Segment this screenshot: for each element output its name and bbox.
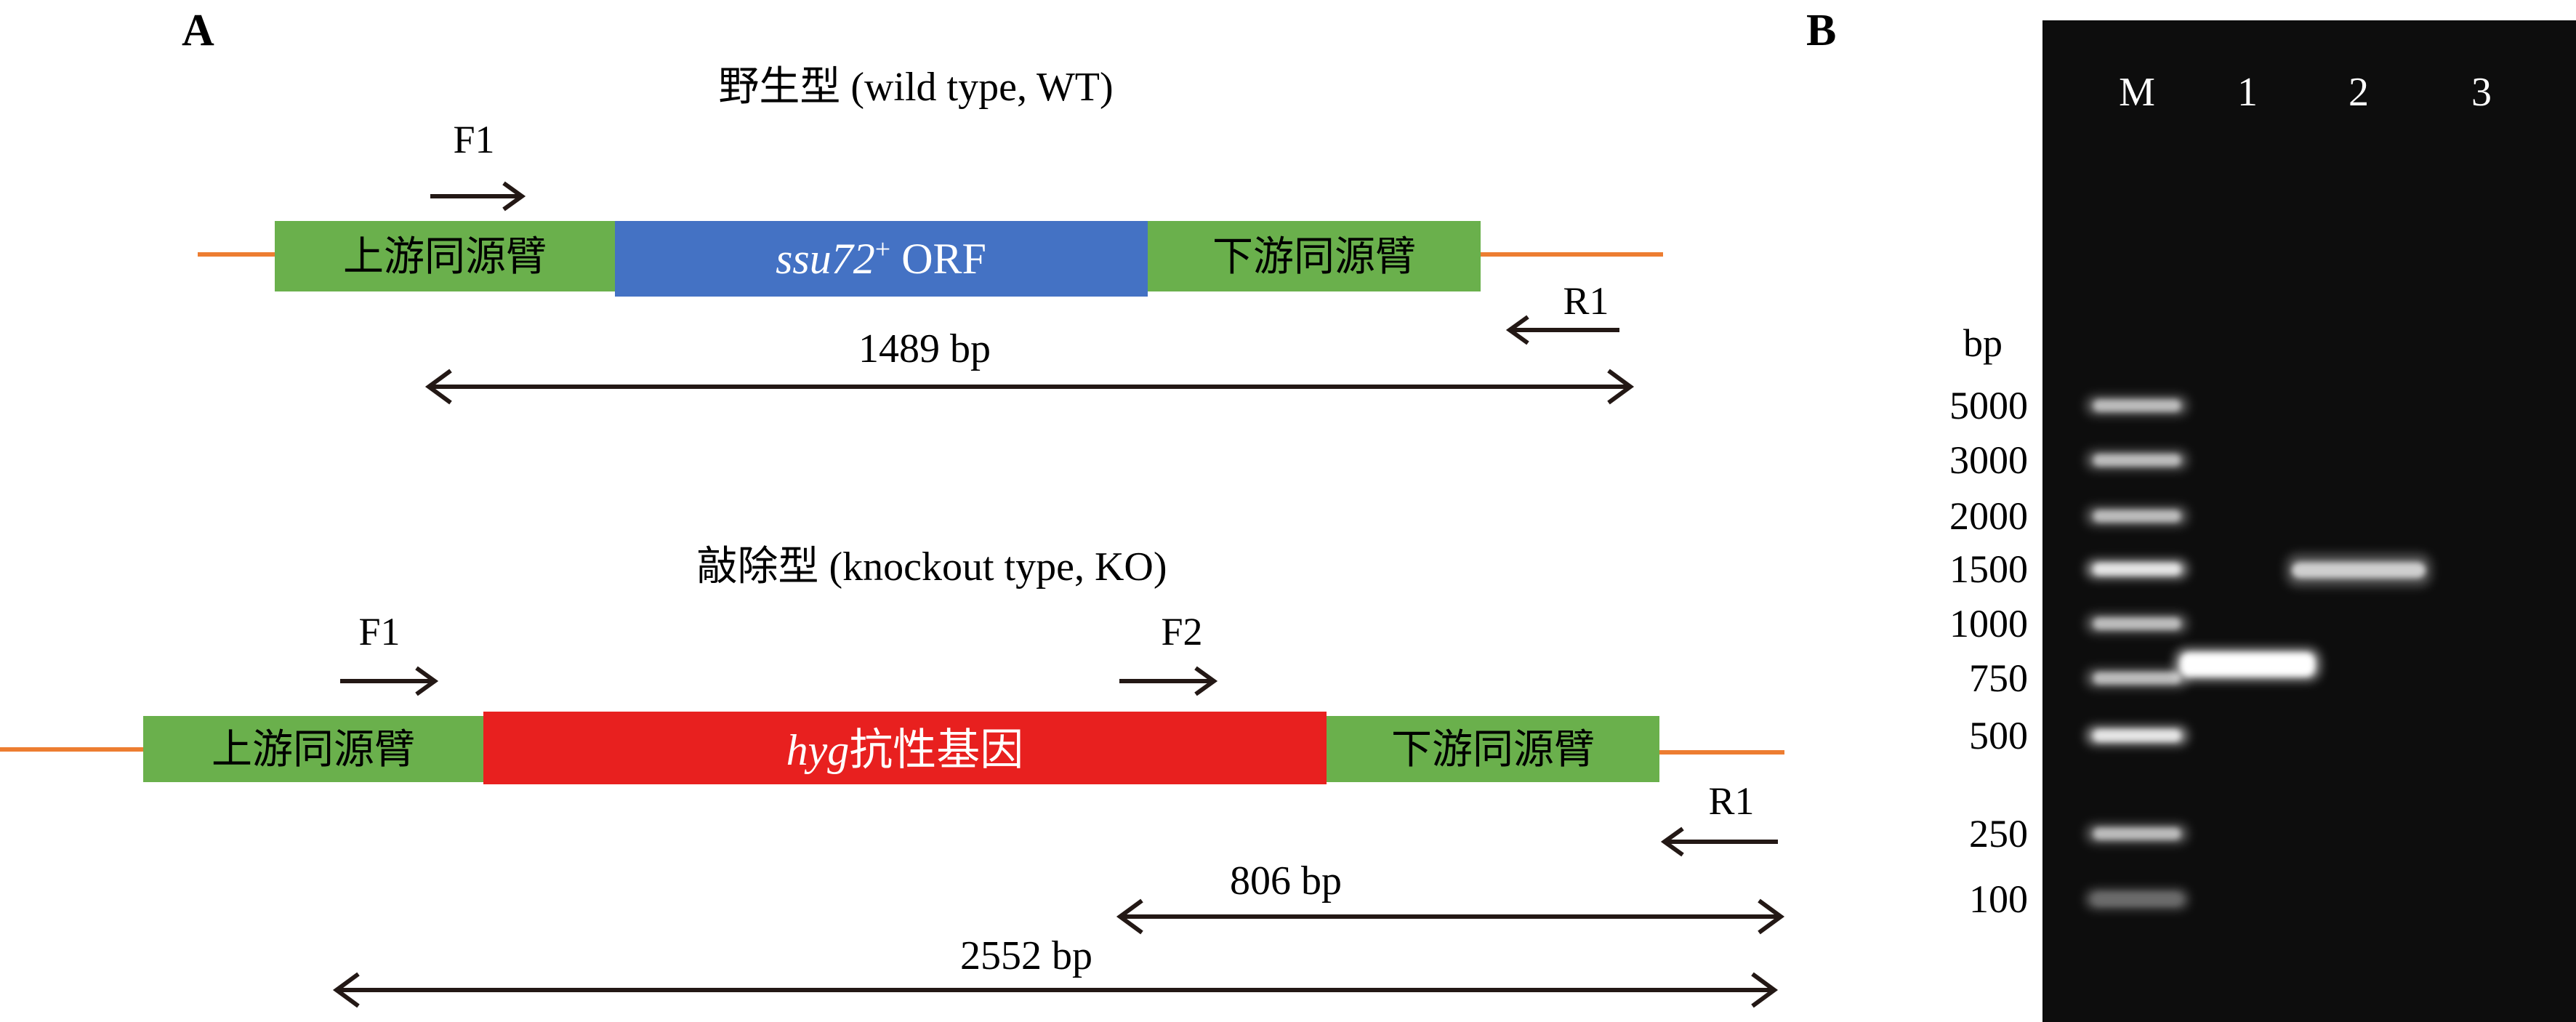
lane-label-3: 3 [2471, 70, 2492, 115]
ladder-band-500 [2093, 730, 2181, 741]
ko-upstream-arm-label: 上游同源臂 [212, 726, 415, 773]
gel-ladder-bands [2086, 396, 2188, 909]
ko-hyg-gene: hyg [786, 726, 850, 774]
ko-hyg-label: hyg抗性基因 [786, 725, 1024, 776]
sample-band-lane-2 [2292, 562, 2426, 579]
lane-label-M: M [2119, 70, 2155, 115]
gel-sample-bands [2175, 554, 2431, 681]
wt-orf-suffix: ORF [890, 235, 986, 283]
ladder-band-750 [2093, 672, 2181, 684]
wt-f1-label: F1 [453, 118, 494, 161]
sample-band-lane-1 [2181, 653, 2314, 677]
wild-type-construct: 野生型 (wild type, WT) F1 上游同源臂 ssu72+ ORF … [198, 65, 1663, 405]
ko-downstream-arm-box [1327, 716, 1659, 782]
ladder-band-1500 [2093, 563, 2181, 575]
wt-downstream-arm-box [1148, 221, 1481, 291]
ko-downstream-arm-label: 下游同源臂 [1391, 726, 1595, 773]
ko-f1-arrow [340, 666, 439, 696]
ko-f2-label: F2 [1161, 610, 1202, 653]
gel-unit-label: bp [1963, 321, 2003, 365]
wt-r1-arrow [1505, 315, 1619, 345]
gel-image: M 1 2 3 [2042, 20, 2576, 1022]
ladder-label-750: 750 [1969, 656, 2028, 700]
ladder-band-3000 [2093, 454, 2181, 466]
wt-product-arrow [424, 369, 1635, 405]
ko-r1-label: R1 [1708, 779, 1754, 823]
gel-lane-labels: M 1 2 3 [2119, 70, 2492, 115]
ko-upstream-arm-box [143, 716, 483, 782]
wt-orf-sup: + [875, 234, 890, 265]
wt-upstream-arm-label: 上游同源臂 [343, 233, 547, 281]
ko-r1-arrow [1660, 826, 1778, 857]
wt-orf-gene: ssu72 [776, 235, 875, 283]
ko-product-small-size: 806 bp [1230, 858, 1342, 904]
wt-downstream-arm-label: 下游同源臂 [1212, 233, 1416, 281]
ko-f2-arrow [1119, 666, 1218, 696]
ladder-label-1500: 1500 [1949, 547, 2028, 591]
ko-title: 敲除型 (knockout type, KO) [696, 544, 1167, 590]
ko-product-small-arrow [1116, 898, 1785, 935]
ladder-label-100: 100 [1969, 877, 2028, 921]
wt-f1-arrow [430, 181, 526, 212]
wt-r1-label: R1 [1563, 279, 1609, 323]
ladder-label-250: 250 [1969, 812, 2028, 856]
ladder-band-5000 [2093, 400, 2181, 411]
ladder-band-1000 [2093, 618, 2181, 629]
ladder-band-2000 [2093, 510, 2181, 522]
lane-label-2: 2 [2348, 70, 2369, 115]
panel-b-label: B [1806, 6, 1836, 55]
ko-hyg-box [483, 712, 1327, 784]
wt-orf-label: ssu72+ ORF [776, 234, 986, 283]
ko-f1-label: F1 [358, 610, 400, 653]
ladder-label-5000: 5000 [1949, 384, 2028, 427]
ladder-band-250 [2093, 828, 2181, 840]
ladder-label-2000: 2000 [1949, 494, 2028, 538]
knockout-construct: 敲除型 (knockout type, KO) F1 F2 上游同源臂 hyg抗… [0, 544, 1785, 1008]
ladder-label-500: 500 [1969, 714, 2028, 757]
wt-upstream-arm-box [275, 221, 615, 291]
wt-title: 野生型 (wild type, WT) [718, 65, 1113, 110]
ladder-size-labels: 5000 3000 2000 1500 1000 750 500 250 100 [1949, 384, 2028, 921]
wt-product-size: 1489 bp [858, 326, 991, 371]
ko-hyg-suffix: 抗性基因 [849, 725, 1023, 776]
ladder-label-1000: 1000 [1949, 602, 2028, 645]
panel-a-label: A [182, 6, 214, 55]
ko-product-large-arrow [332, 972, 1779, 1008]
ko-product-large-size: 2552 bp [960, 933, 1092, 978]
wt-orf-box [615, 221, 1148, 297]
ladder-label-3000: 3000 [1949, 438, 2028, 482]
lane-label-1: 1 [2237, 70, 2258, 115]
ladder-band-100 [2093, 893, 2181, 905]
